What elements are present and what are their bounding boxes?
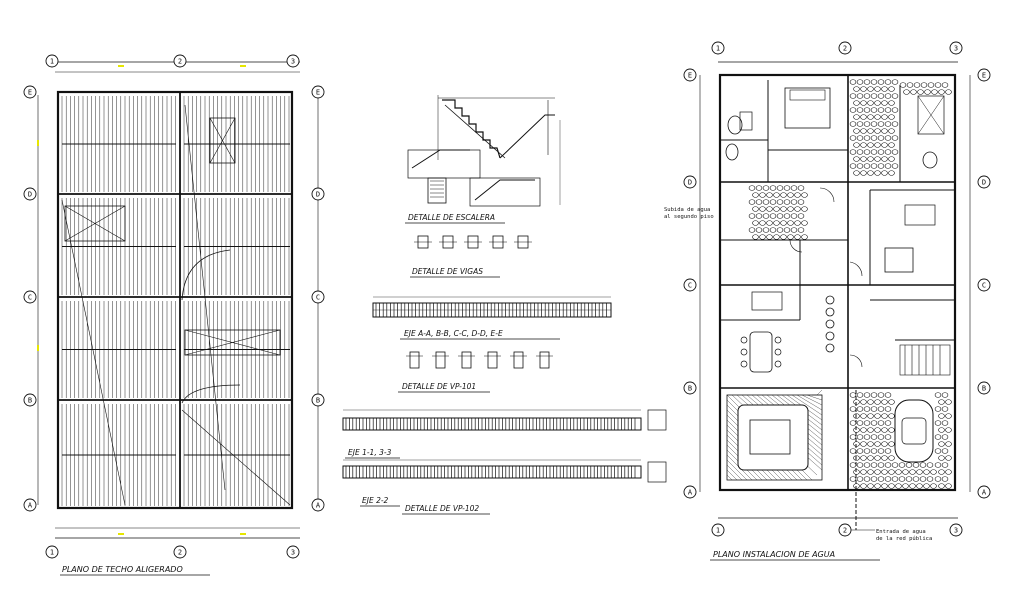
roof-row-label: C — [28, 294, 32, 302]
roof-col-label: 1 — [50, 549, 54, 557]
roof-col-bubble — [173, 545, 187, 559]
roof-col-bubble — [45, 545, 59, 559]
beam-elevation-axis-2 — [342, 459, 667, 483]
water-col-label: 3 — [954, 45, 958, 53]
roof-row-bubble — [23, 187, 37, 201]
water-row-label: D — [688, 179, 692, 187]
water-col-bubble — [949, 41, 963, 55]
water-row-label: B — [688, 385, 692, 393]
roof-row-label: B — [28, 397, 32, 405]
roof-col-bubble — [45, 54, 59, 68]
stairs-title: DETALLE DE ESCALERA — [408, 213, 495, 222]
water-row-bubble — [683, 175, 697, 189]
roof-row-label: A — [28, 502, 33, 510]
water-row-bubble — [683, 278, 697, 292]
water-col-label: 1 — [716, 45, 720, 53]
water-col-bubble — [949, 523, 963, 537]
note-entry-line1: Entrada de agua — [876, 529, 926, 535]
water-col-bubble — [711, 523, 725, 537]
vp102-title: DETALLE DE VP-102 — [405, 504, 479, 513]
water-col-label: 2 — [843, 45, 847, 53]
roof-row-label: C — [316, 294, 320, 302]
water-plan-title: PLANO INSTALACION DE AGUA — [713, 550, 835, 559]
roof-row-bubble — [23, 290, 37, 304]
water-row-bubble — [683, 381, 697, 395]
beam-sections — [414, 235, 532, 249]
water-row-label: A — [688, 489, 693, 497]
roof-row-bubble — [23, 393, 37, 407]
water-col-bubble — [838, 41, 852, 55]
water-col-bubble — [838, 523, 852, 537]
roof-row-label: E — [28, 89, 32, 97]
stair-detail — [407, 95, 561, 207]
beams-title: DETALLE DE VIGAS — [412, 267, 483, 276]
roof-row-bubble — [23, 85, 37, 99]
water-col-label: 1 — [716, 527, 720, 535]
roof-row-label: E — [316, 89, 320, 97]
note-upper-line2: al segundo piso — [664, 214, 714, 220]
water-row-bubble — [683, 68, 697, 82]
vp101-title: DETALLE DE VP-101 — [402, 382, 476, 391]
beam-elevation-axis-a-e — [372, 296, 612, 318]
roof-col-bubble — [173, 54, 187, 68]
note-upper-line1: Subida de agua — [664, 207, 710, 213]
roof-col-bubble — [286, 54, 300, 68]
roof-row-bubble — [311, 187, 325, 201]
water-col-label: 3 — [954, 527, 958, 535]
water-row-bubble — [977, 68, 991, 82]
axis-11-33-label: EJE 1-1, 3-3 — [348, 448, 392, 457]
roof-col-label: 1 — [50, 58, 54, 66]
water-row-bubble — [977, 381, 991, 395]
roof-plan-title: PLANO DE TECHO ALIGERADO — [62, 565, 183, 574]
roof-row-label: A — [316, 502, 321, 510]
roof-col-label: 3 — [291, 549, 295, 557]
water-col-bubble — [711, 41, 725, 55]
roof-row-bubble — [311, 85, 325, 99]
joist-hatching — [61, 96, 290, 506]
water-row-bubble — [977, 278, 991, 292]
roof-plan — [37, 61, 319, 539]
roof-col-bubble — [286, 545, 300, 559]
axis-22-label: EJE 2-2 — [362, 496, 389, 505]
note-entry-line2: de la red pública — [876, 535, 932, 542]
water-plan — [699, 61, 971, 531]
roof-col-label: 2 — [178, 58, 182, 66]
roof-row-bubble — [311, 393, 325, 407]
water-row-label: C — [688, 282, 692, 290]
water-row-bubble — [683, 485, 697, 499]
roof-row-label: D — [28, 191, 32, 199]
water-row-bubble — [977, 175, 991, 189]
water-col-label: 2 — [843, 527, 847, 535]
stone-paving — [748, 79, 952, 489]
roof-row-bubble — [23, 498, 37, 512]
water-row-label: C — [982, 282, 986, 290]
axis-beam-label: EJE A-A, B-B, C-C, D-D, E-E — [404, 329, 503, 338]
water-row-bubble — [977, 485, 991, 499]
roof-row-label: B — [316, 397, 320, 405]
roof-row-label: D — [316, 191, 320, 199]
roof-row-bubble — [311, 498, 325, 512]
vp101-sections — [406, 351, 553, 369]
water-row-label: E — [688, 72, 692, 80]
water-row-label: E — [982, 72, 986, 80]
water-row-label: D — [982, 179, 986, 187]
roof-col-label: 3 — [291, 58, 295, 66]
water-row-label: A — [982, 489, 987, 497]
water-row-label: B — [982, 385, 986, 393]
roof-beams — [58, 92, 292, 508]
roof-row-bubble — [311, 290, 325, 304]
roof-col-label: 2 — [178, 549, 182, 557]
beam-elevation-axis-1-3 — [342, 409, 667, 431]
